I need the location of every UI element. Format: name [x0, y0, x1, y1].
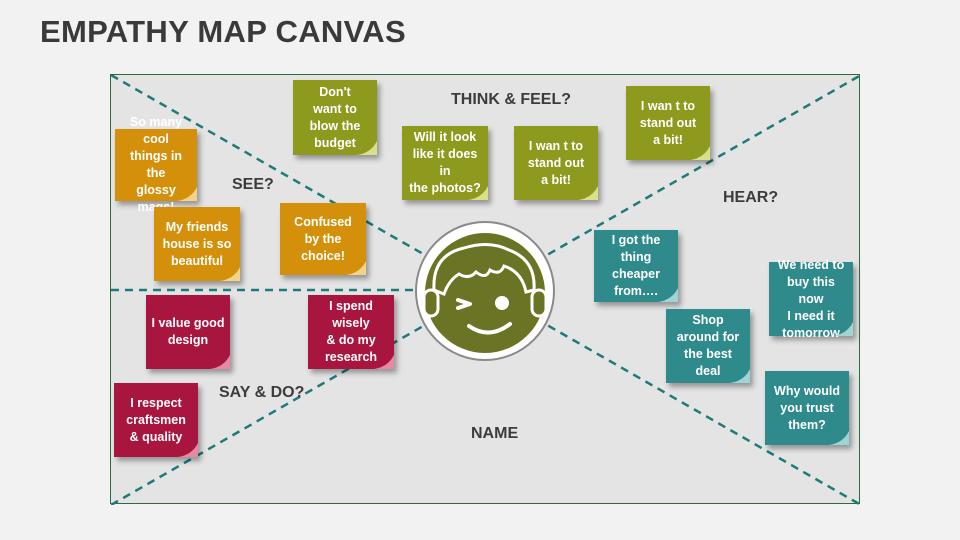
- sticky-note-think-feel-4: I wan t to stand out a bit!: [626, 86, 710, 160]
- sticky-note-hear-2: We need to buy this now I need it tomorr…: [769, 258, 853, 340]
- sticky-note-think-feel-2: Will it look like it does in the photos?: [402, 126, 488, 200]
- quadrant-label-say-do: SAY & DO?: [219, 384, 305, 401]
- sticky-note-see-1: So many cool things in the glossy mags!: [115, 115, 197, 214]
- winking-face-icon: [415, 221, 555, 361]
- sticky-note-think-feel-3: I wan t to stand out a bit!: [514, 126, 598, 200]
- quadrant-label-see: SEE?: [232, 176, 274, 193]
- sticky-note-say-do-2: I spend wisely & do my research: [308, 295, 394, 369]
- quadrant-label-name: NAME: [471, 425, 519, 442]
- sticky-note-see-3: Confused by the choice!: [280, 203, 366, 275]
- quadrant-label-hear: HEAR?: [723, 189, 779, 206]
- sticky-note-say-do-1: I value good design: [146, 295, 230, 369]
- page-title: EMPATHY MAP CANVAS: [40, 14, 406, 49]
- sticky-note-hear-1: I got the thing cheaper from….: [594, 230, 678, 302]
- quadrant-label-think-feel: THINK & FEEL?: [451, 91, 571, 108]
- sticky-note-see-2: My friends house is so beautiful: [154, 207, 240, 281]
- quadrant-dividers: [111, 75, 861, 505]
- diagonal-divider-1: [111, 75, 861, 505]
- diagonal-divider-2: [111, 75, 861, 505]
- sticky-note-hear-3: Shop around for the best deal: [666, 309, 750, 383]
- sticky-note-think-feel-1: Don't want to blow the budget: [293, 80, 377, 155]
- empathy-map-canvas: THINK & FEEL? SEE? HEAR? SAY & DO? NAME …: [110, 74, 861, 505]
- sticky-note-say-do-3: I respect craftsmen & quality: [114, 383, 198, 457]
- sticky-note-hear-4: Why would you trust them?: [765, 371, 849, 445]
